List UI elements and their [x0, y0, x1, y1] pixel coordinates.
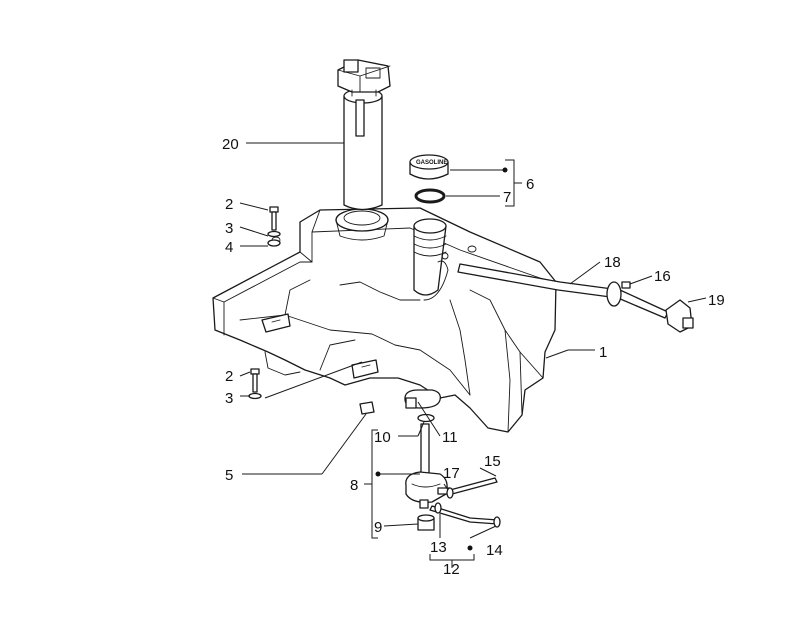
o-ring: [414, 188, 446, 204]
hose-clamp: [404, 389, 441, 409]
cap-brand-text: GASOLINE: [416, 160, 447, 166]
leader-lines: [239, 142, 707, 568]
callout-19: 19: [708, 292, 725, 309]
callout-3-upper: 3: [225, 220, 233, 237]
bolt-lower: [248, 368, 262, 400]
callout-5: 5: [225, 467, 233, 484]
bullet-markers: [375, 167, 508, 551]
callout-11: 11: [442, 429, 458, 446]
callout-16: 16: [654, 268, 671, 285]
clip-nut: [359, 401, 375, 415]
breather-valve: [665, 299, 694, 333]
callout-labels: 1 2 2 3 3 4 5 6 7 8 9 10 11 12 13 14 15 …: [222, 136, 725, 578]
callout-18: 18: [604, 254, 621, 271]
seal-washer: [417, 413, 435, 423]
callout-10: 10: [374, 429, 391, 446]
callout-12: 12: [443, 561, 460, 578]
fuel-tank: [212, 207, 557, 433]
breather-hose: [457, 263, 669, 319]
callout-4: 4: [225, 239, 233, 256]
callout-9: 9: [374, 519, 382, 536]
breather-clamp: [606, 281, 631, 307]
callout-1: 1: [599, 344, 607, 361]
callout-2-upper: 2: [225, 196, 233, 213]
callout-20: 20: [222, 136, 239, 153]
callout-2-lower: 2: [225, 368, 233, 385]
fuel-cap: GASOLINE: [409, 154, 449, 180]
hose-clip-13: [434, 502, 442, 514]
callout-6: 6: [526, 176, 534, 193]
fuel-tap: [405, 423, 451, 509]
callout-13: 13: [430, 539, 447, 556]
hose-clip-17: [446, 487, 454, 499]
callout-15: 15: [484, 453, 501, 470]
fuel-pump-unit: [337, 59, 391, 211]
bolt-upper: [267, 206, 281, 247]
callout-14: 14: [486, 542, 503, 559]
callout-7: 7: [503, 189, 511, 206]
fuel-filter: [417, 514, 435, 531]
callout-3-lower: 3: [225, 390, 233, 407]
callout-8: 8: [350, 477, 358, 494]
hose-clip-14: [493, 516, 501, 528]
callout-17: 17: [443, 465, 460, 482]
